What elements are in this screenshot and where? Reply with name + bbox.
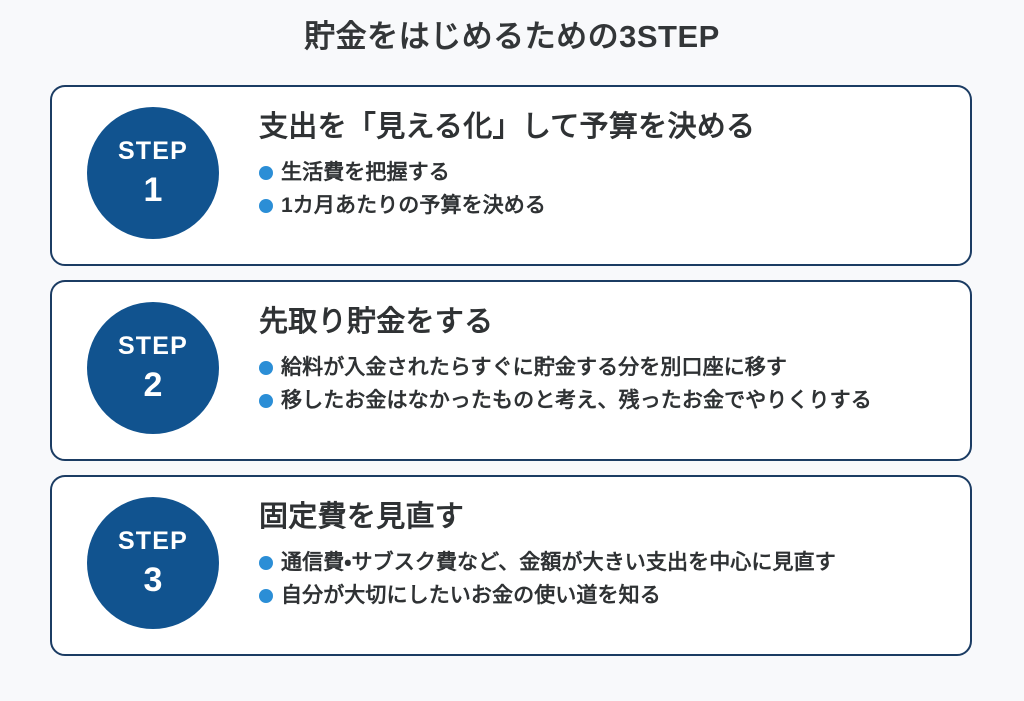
point-text: 通信費・サブスク費など、金額が大きい支出を中心に見直す bbox=[281, 551, 836, 575]
list-item: 通信費・サブスク費など、金額が大きい支出を中心に見直す bbox=[259, 548, 952, 578]
step-heading-1: 支出を「見える化」して予算を決める bbox=[259, 111, 756, 143]
step-card-3: STEP 3 固定費を見直す 通信費・サブスク費など、金額が大きい支出を中心に見… bbox=[50, 475, 972, 656]
bullet-dot-icon bbox=[259, 393, 273, 408]
bullet-dot-icon bbox=[259, 556, 273, 571]
step-badge-2: STEP 2 bbox=[87, 302, 219, 434]
bullet-dot-icon bbox=[259, 166, 273, 181]
step-badge-word: STEP bbox=[117, 527, 189, 555]
point-text: 移したお金はなかったものと考え、残ったお金でやりくりする bbox=[281, 388, 872, 412]
step-badge-number: 2 bbox=[143, 366, 163, 404]
step-badge-word: STEP bbox=[117, 137, 189, 165]
list-item: 自分が大切にしたいお金の使い道を知る bbox=[259, 581, 952, 611]
step-points-1: 生活費を把握する 1カ月あたりの予算を決める bbox=[259, 158, 952, 221]
list-item: 生活費を把握する bbox=[259, 158, 952, 188]
step-badge-number: 3 bbox=[143, 561, 163, 599]
step-points-3: 通信費・サブスク費など、金額が大きい支出を中心に見直す 自分が大切にしたいお金の… bbox=[259, 548, 952, 611]
step-heading-3: 固定費を見直す bbox=[259, 501, 465, 533]
step-body-3: 固定費を見直す 通信費・サブスク費など、金額が大きい支出を中心に見直す 自分が大… bbox=[259, 499, 952, 614]
step-card-2: STEP 2 先取り貯金をする 給料が入金されたらすぐに貯金する分を別口座に移す… bbox=[50, 280, 972, 461]
step-points-2: 給料が入金されたらすぐに貯金する分を別口座に移す 移したお金はなかったものと考え… bbox=[259, 353, 952, 416]
step-card-1: STEP 1 支出を「見える化」して予算を決める 生活費を把握する 1カ月あたり… bbox=[50, 85, 972, 266]
list-item: 移したお金はなかったものと考え、残ったお金でやりくりする bbox=[259, 386, 952, 416]
step-heading-2: 先取り貯金をする bbox=[259, 306, 494, 338]
step-card-list: STEP 1 支出を「見える化」して予算を決める 生活費を把握する 1カ月あたり… bbox=[50, 85, 972, 656]
point-text: 生活費を把握する bbox=[281, 161, 450, 185]
point-text: 1カ月あたりの予算を決める bbox=[281, 193, 546, 217]
point-text: 給料が入金されたらすぐに貯金する分を別口座に移す bbox=[281, 356, 787, 380]
point-text: 自分が大切にしたいお金の使い道を知る bbox=[281, 583, 661, 607]
step-badge-word: STEP bbox=[117, 332, 189, 360]
list-item: 1カ月あたりの予算を決める bbox=[259, 191, 952, 221]
bullet-dot-icon bbox=[259, 588, 273, 603]
bullet-dot-icon bbox=[259, 361, 273, 376]
step-badge-1: STEP 1 bbox=[87, 107, 219, 239]
list-item: 給料が入金されたらすぐに貯金する分を別口座に移す bbox=[259, 353, 952, 383]
step-badge-3: STEP 3 bbox=[87, 497, 219, 629]
step-body-2: 先取り貯金をする 給料が入金されたらすぐに貯金する分を別口座に移す 移したお金は… bbox=[259, 304, 952, 419]
step-body-1: 支出を「見える化」して予算を決める 生活費を把握する 1カ月あたりの予算を決める bbox=[259, 109, 952, 224]
bullet-dot-icon bbox=[259, 198, 273, 213]
page-title: 貯金をはじめるための3STEP bbox=[304, 19, 720, 54]
step-badge-number: 1 bbox=[143, 171, 163, 209]
